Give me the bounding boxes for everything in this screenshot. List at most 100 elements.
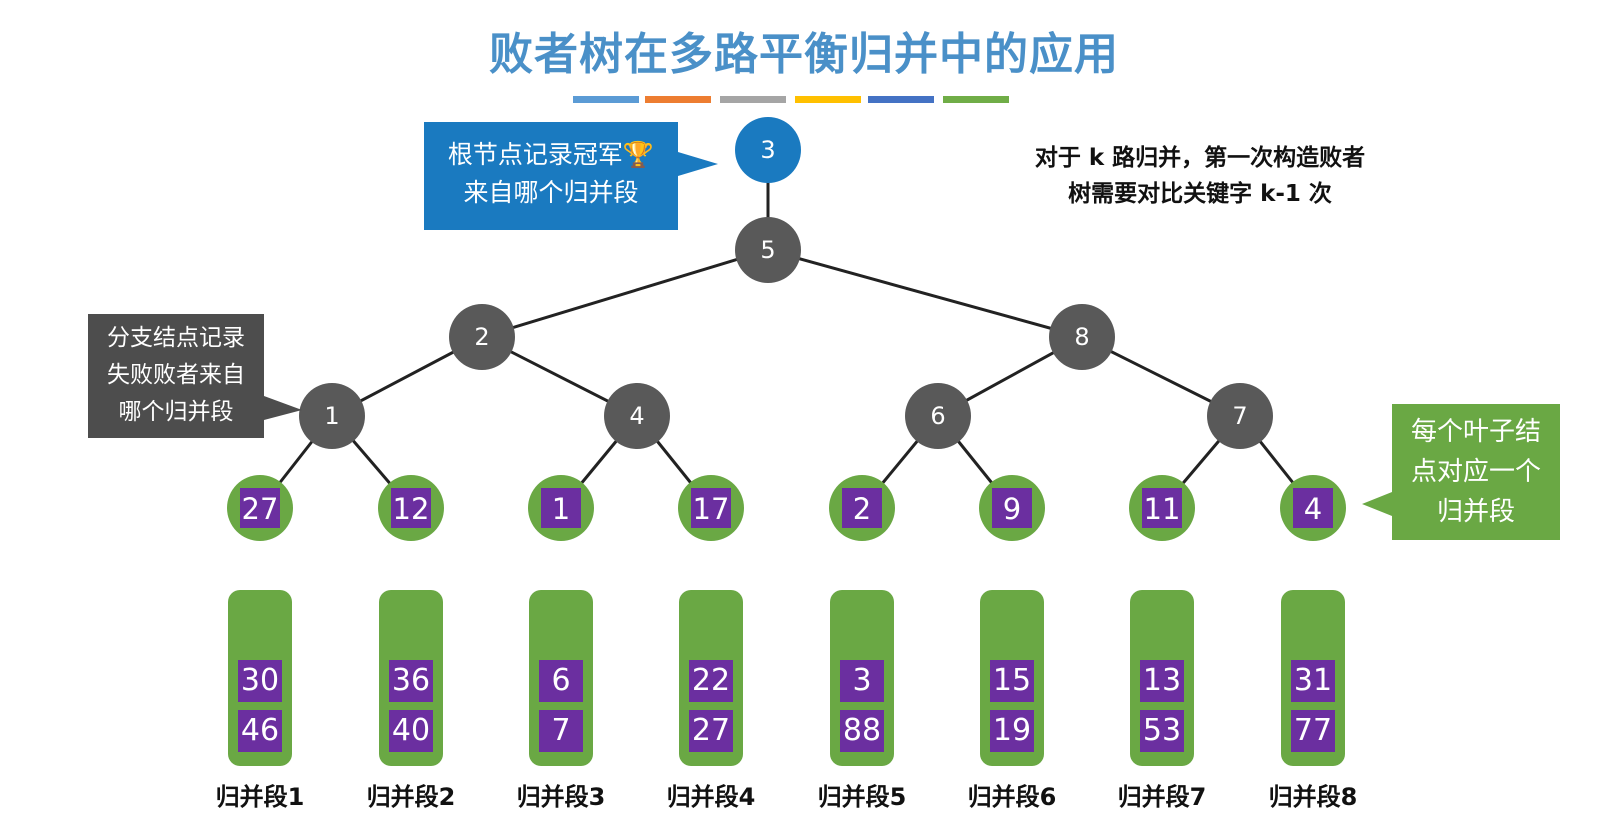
merge-segment-7: 13 53 <box>1130 590 1194 766</box>
accent-bar-1 <box>573 96 639 103</box>
merge-segment-5: 3 88 <box>830 590 894 766</box>
leaf-node: 4 <box>1280 475 1346 541</box>
leaf-node-fill <box>992 488 1032 528</box>
merge-segment-8: 31 77 <box>1281 590 1345 766</box>
segment-label: 归并段5 <box>817 783 907 811</box>
branch-node: 4 <box>604 383 670 449</box>
merge-segment-4: 22 27 <box>679 590 743 766</box>
branch-node: 7 <box>1207 383 1273 449</box>
accent-bar-2 <box>645 96 711 103</box>
leaf-node: 9 <box>979 475 1045 541</box>
branch-node-circle <box>299 383 365 449</box>
branch-node-label: 1 <box>324 402 339 430</box>
leaf-node-fill <box>240 488 280 528</box>
segment-value: 88 <box>840 710 884 752</box>
accent-bar-3 <box>720 96 786 103</box>
edge-top-right <box>767 248 1083 339</box>
branch-node-circle <box>905 383 971 449</box>
leaf-node-label: 17 <box>693 492 730 526</box>
branch-node-label: 2 <box>474 323 489 351</box>
segment-value: 46 <box>238 710 282 752</box>
root-callout-line: 根节点记录冠军🏆 <box>447 140 655 169</box>
leaf-callout: 每个叶子结 点对应一个 归并段 <box>1362 404 1560 540</box>
segment-value: 27 <box>689 710 733 752</box>
segment-value: 53 <box>1140 710 1184 752</box>
root-node: 3 <box>735 117 801 183</box>
branch-node: 8 <box>1049 304 1115 370</box>
merge-segment-6: 15 19 <box>980 590 1044 766</box>
segment-label: 归并段8 <box>1268 783 1358 811</box>
segment-label: 归并段7 <box>1117 783 1207 811</box>
info-note: 对于 k 路归并，第一次构造败者 树需要对比关键字 k-1 次 <box>1000 140 1400 212</box>
top-node-circle <box>735 217 801 283</box>
segment-value: 13 <box>1140 660 1184 702</box>
accent-bar-6 <box>943 96 1009 103</box>
leaf-node: 27 <box>227 475 293 541</box>
leaf-node-fill <box>691 488 731 528</box>
root-callout: 根节点记录冠军🏆 来自哪个归并段 <box>424 122 718 230</box>
branch-node: 1 <box>299 383 365 449</box>
leaf-node-label: 4 <box>1304 492 1322 526</box>
accent-bar-5 <box>868 96 934 103</box>
segment-value: 77 <box>1291 710 1335 752</box>
page-title: 败者树在多路平衡归并中的应用 <box>489 29 1119 80</box>
leaf-node-fill <box>391 488 431 528</box>
segment-value: 31 <box>1291 660 1335 702</box>
accent-bar-4 <box>795 96 861 103</box>
branch-node: 6 <box>905 383 971 449</box>
leaf-node-label: 9 <box>1003 492 1021 526</box>
leaf-callout-line: 点对应一个 <box>1410 457 1541 487</box>
segment-label: 归并段6 <box>967 783 1057 811</box>
branch-node-label: 4 <box>629 402 644 430</box>
merge-segment-1: 30 46 <box>228 590 292 766</box>
branch-callout-line: 分支结点记录 <box>107 325 245 351</box>
leaf-node-label: 2 <box>853 492 871 526</box>
branch-node-circle <box>449 304 515 370</box>
leaf-node-label: 1 <box>552 492 570 526</box>
branch-callout-line: 哪个归并段 <box>118 399 234 425</box>
info-note-line: 对于 k 路归并，第一次构造败者 <box>1034 145 1366 171</box>
leaf-node-fill <box>541 488 581 528</box>
leaf-node: 11 <box>1129 475 1195 541</box>
leaf-node-label: 27 <box>242 492 279 526</box>
segment-value: 7 <box>539 710 583 752</box>
accent-color-bars <box>0 96 1608 104</box>
merge-segment-2: 36 40 <box>379 590 443 766</box>
root-node-label: 3 <box>760 136 775 164</box>
segment-label: 归并段3 <box>516 783 606 811</box>
branch-node-circle <box>1207 383 1273 449</box>
segment-value: 22 <box>689 660 733 702</box>
segment-label: 归并段2 <box>366 783 456 811</box>
branch-node-circle <box>604 383 670 449</box>
merge-segment-3: 6 7 <box>529 590 593 766</box>
branch-node-circle <box>1049 304 1115 370</box>
segment-label: 归并段1 <box>215 783 305 811</box>
leaf-node-fill <box>842 488 882 528</box>
segment-value: 15 <box>990 660 1034 702</box>
leaf-node-label: 12 <box>393 492 430 526</box>
segment-label: 归并段4 <box>666 783 756 811</box>
branch-node-label: 8 <box>1074 323 1089 351</box>
root-callout-line: 来自哪个归并段 <box>463 178 639 207</box>
branch-node: 2 <box>449 304 515 370</box>
top-node: 5 <box>735 217 801 283</box>
leaf-node: 1 <box>528 475 594 541</box>
leaf-node: 17 <box>678 475 744 541</box>
edge-top-left <box>481 248 769 339</box>
leaf-node-fill <box>1142 488 1182 528</box>
leaf-node-fill <box>1293 488 1333 528</box>
segment-value: 36 <box>389 660 433 702</box>
leaf-node: 12 <box>378 475 444 541</box>
segment-value: 30 <box>238 660 282 702</box>
branch-callout: 分支结点记录 失败败者来自 哪个归并段 <box>88 314 302 438</box>
top-node-label: 5 <box>760 236 775 264</box>
leaf-node-label: 11 <box>1144 492 1181 526</box>
branch-callout-line: 失败败者来自 <box>107 362 245 388</box>
segment-value: 6 <box>539 660 583 702</box>
branch-node-label: 6 <box>930 402 945 430</box>
segment-value: 19 <box>990 710 1034 752</box>
leaf-node: 2 <box>829 475 895 541</box>
segment-value: 40 <box>389 710 433 752</box>
leaf-callout-line: 归并段 <box>1436 497 1515 527</box>
